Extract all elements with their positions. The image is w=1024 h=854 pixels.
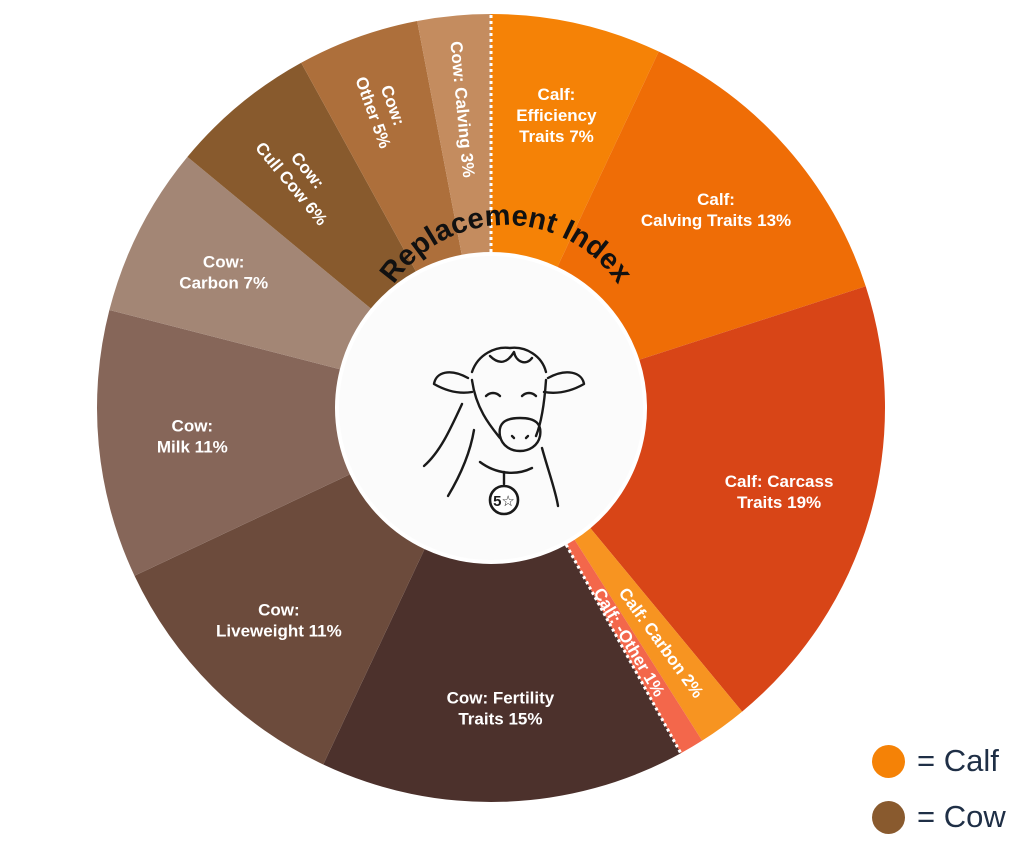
slice-10 — [187, 62, 416, 309]
legend-label-cow: = Cow — [917, 799, 1006, 834]
legend-swatch-cow — [872, 800, 905, 834]
slice-label-line: Carbon 7% — [179, 273, 268, 292]
slice-label-line: Liveweight 11% — [216, 622, 342, 641]
center-circle — [339, 256, 643, 560]
collar-tag-text: 5☆ — [493, 493, 515, 510]
group-divider-2 — [564, 543, 683, 754]
slice-label-line: Cow: — [258, 601, 300, 620]
cow-head-icon — [422, 346, 586, 508]
slice-label-line: Traits 15% — [458, 709, 542, 728]
slice-label-line: Cow: — [203, 252, 245, 271]
donut-slices — [97, 14, 885, 802]
slice-5 — [566, 539, 703, 754]
slice-label-line: Calf: — [697, 190, 735, 209]
slice-9 — [109, 156, 371, 370]
slice-8 — [97, 310, 350, 576]
slice-label-line: Calf: Carcass — [725, 472, 834, 491]
slice-label-9: Cow: Carbon 7% — [179, 252, 268, 292]
slice-2 — [557, 51, 866, 360]
legend: = Calf = Cow — [872, 742, 1006, 854]
slice-label-7: Cow: Liveweight 11% — [216, 601, 342, 641]
slice-6 — [323, 544, 681, 802]
slice-7 — [134, 474, 425, 765]
slice-4 — [574, 528, 743, 741]
slice-label-line: Efficiency — [516, 106, 597, 125]
slice-label-line: Traits 7% — [519, 127, 594, 146]
slice-1 — [491, 14, 659, 267]
slice-11 — [301, 20, 462, 272]
legend-item-cow: = Cow — [872, 798, 1006, 836]
slice-label-line: Calf: — [538, 85, 576, 104]
slice-3 — [590, 286, 885, 712]
slice-label-8: Cow: Milk 11% — [157, 417, 228, 457]
slice-label-line: Milk 11% — [157, 438, 228, 457]
legend-label-calf: = Calf — [917, 743, 999, 778]
slice-label-line: Cow: — [172, 417, 214, 436]
collar-tag-icon — [488, 484, 520, 516]
legend-swatch-calf — [872, 744, 905, 778]
legend-item-calf: = Calf — [872, 742, 1006, 780]
slice-label-line: Traits 19% — [737, 493, 821, 512]
slice-12 — [417, 14, 491, 255]
slice-label-line: Cow: Fertility — [447, 688, 555, 707]
slice-label-line: Calving Traits 13% — [641, 211, 791, 230]
slice-label-2: Calf: Calving Traits 13% — [641, 190, 791, 230]
calf-cow-dividers — [489, 14, 683, 754]
